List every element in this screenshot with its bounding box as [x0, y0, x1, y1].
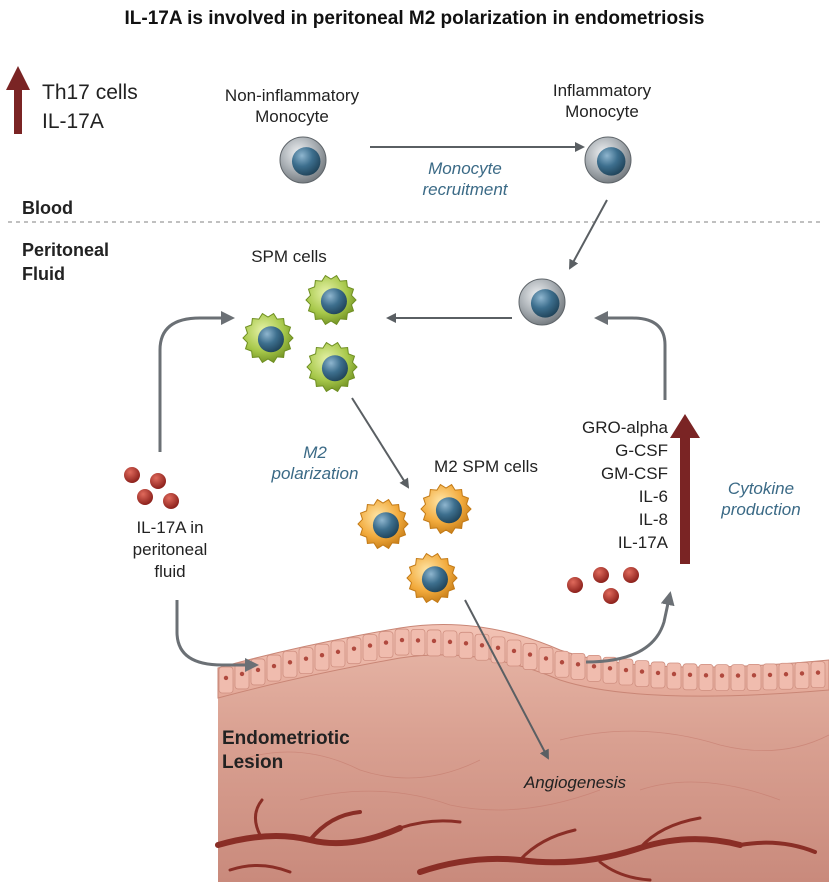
label-peritoneal-word: peritoneal [132, 540, 208, 559]
label-endometriotic: Endometriotic [222, 728, 350, 749]
arrow-angiogenesis [464, 599, 549, 760]
cytokine-item: IL-8 [638, 510, 668, 529]
legend-th17-cells: Th17 cells [42, 81, 138, 104]
epithelial-cell-layer [218, 628, 826, 694]
cytokine-item: GRO-alpha [582, 418, 668, 437]
label-non-inflammatory: Non-inflammatory [224, 86, 360, 105]
label-monocyte-recruitment-2: recruitment [422, 180, 508, 199]
arrow-il17a-to-spm [158, 311, 235, 452]
label-polarization: polarization [271, 464, 359, 483]
spm-cell [306, 341, 358, 393]
arrow-inflammatory-to-peritoneal [569, 199, 608, 270]
arrow-m2-polarization [351, 397, 410, 489]
m2-spm-cell [420, 483, 472, 535]
inflammatory-monocyte-cell [584, 136, 632, 184]
cytokine-item: IL-6 [638, 487, 668, 506]
cytokine-item: GM-CSF [600, 464, 668, 483]
label-monocyte-1: Monocyte [255, 107, 329, 126]
legend-il17a: IL-17A [42, 110, 104, 133]
label-blood: Blood [22, 198, 73, 218]
cytokine-up-arrow [670, 414, 700, 564]
label-angiogenesis: Angiogenesis [523, 773, 627, 792]
diagram-title: IL-17A is involved in peritoneal M2 pola… [124, 8, 705, 29]
th17-up-arrow [6, 66, 30, 134]
il17a-dots-left [124, 467, 179, 509]
label-monocyte-recruitment-1: Monocyte [428, 159, 502, 178]
label-m2-spm-cells: M2 SPM cells [434, 457, 538, 476]
label-lesion: Lesion [222, 752, 284, 773]
label-spm-cells: SPM cells [251, 247, 327, 266]
label-monocyte-2: Monocyte [565, 102, 639, 121]
spm-cell [242, 312, 294, 364]
label-fluid-word: fluid [154, 562, 186, 581]
label-inflammatory: Inflammatory [552, 81, 652, 100]
arrow-il17a-to-lesion [175, 600, 259, 672]
m2-spm-cell [357, 498, 409, 550]
label-cytokine: Cytokine [727, 479, 795, 498]
il17a-dots-right [567, 567, 639, 604]
peritoneal-monocyte-cell [518, 278, 566, 326]
label-il17a-in: IL-17A in [136, 518, 204, 537]
label-m2: M2 [303, 443, 327, 462]
label-fluid: Fluid [22, 264, 65, 284]
m2-spm-cell [406, 552, 458, 604]
capillary-texture [239, 730, 829, 811]
cytokine-item: IL-17A [617, 533, 668, 552]
arrow-cytokine-to-monocyte [594, 311, 667, 400]
label-production: production [721, 500, 801, 519]
spm-cell [305, 274, 357, 326]
blood-vessels [215, 798, 817, 882]
label-peritoneal: Peritoneal [22, 240, 110, 260]
arrow-lesion-to-cytokine [585, 591, 675, 664]
cytokine-item: G-CSF [615, 441, 668, 460]
non-inflammatory-monocyte-cell [279, 136, 327, 184]
